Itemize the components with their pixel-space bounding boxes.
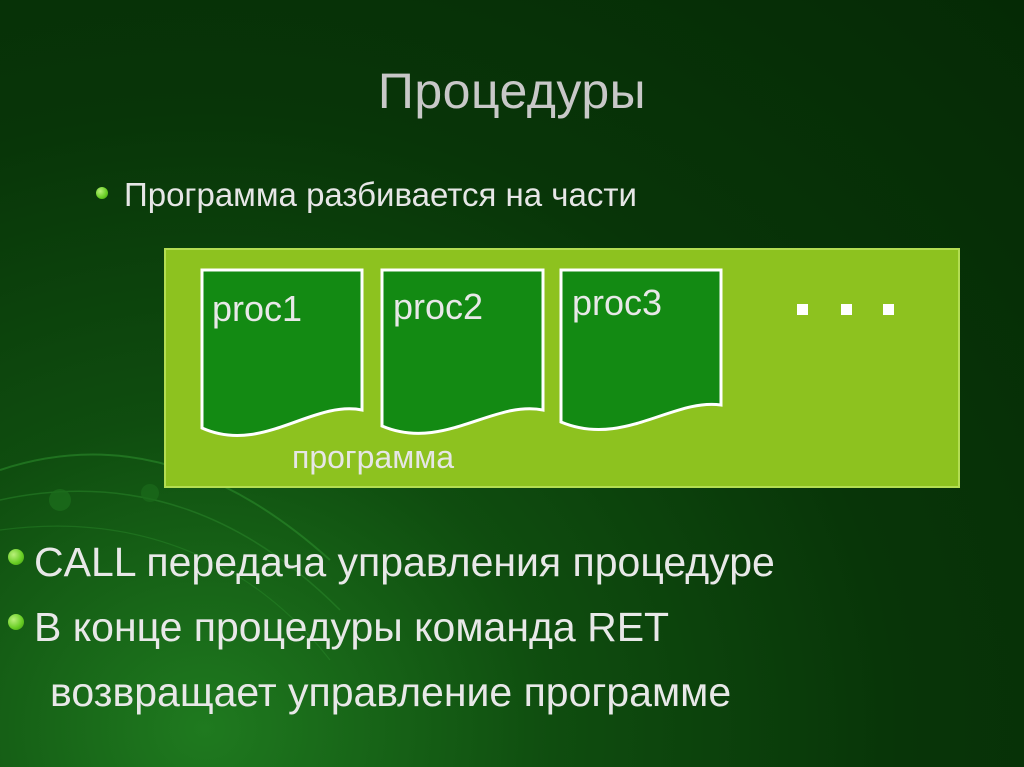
document-icon bbox=[559, 268, 723, 432]
bullet-dot-icon bbox=[96, 187, 108, 200]
slide-title: Процедуры bbox=[377, 63, 647, 119]
bullet-dot-icon bbox=[8, 614, 24, 631]
bullet-ret-text-2: возвращает управление программе bbox=[50, 669, 732, 715]
bullet-call-text: CALL передача управления процедуре bbox=[34, 539, 775, 585]
bullet-list: CALL передача управления процедуре В кон… bbox=[8, 530, 775, 725]
proc2-label: proc2 bbox=[393, 286, 484, 327]
proc3-label: proc3 bbox=[572, 282, 663, 323]
intro-bullet-text: Программа разбивается на части bbox=[124, 176, 637, 213]
program-caption: программа bbox=[292, 439, 454, 475]
bullet-ret: В конце процедуры команда RET bbox=[8, 595, 775, 660]
document-icon bbox=[380, 268, 545, 435]
proc1-label: proc1 bbox=[212, 288, 303, 329]
bullet-dot-icon bbox=[8, 549, 24, 566]
document-icon bbox=[200, 268, 364, 438]
bullet-ret-text-1: В конце процедуры команда RET bbox=[34, 604, 670, 650]
intro-bullet: Программа разбивается на части bbox=[96, 176, 637, 214]
bullet-ret-continuation: возвращает управление программе bbox=[8, 660, 775, 725]
bullet-call: CALL передача управления процедуре bbox=[8, 530, 775, 595]
